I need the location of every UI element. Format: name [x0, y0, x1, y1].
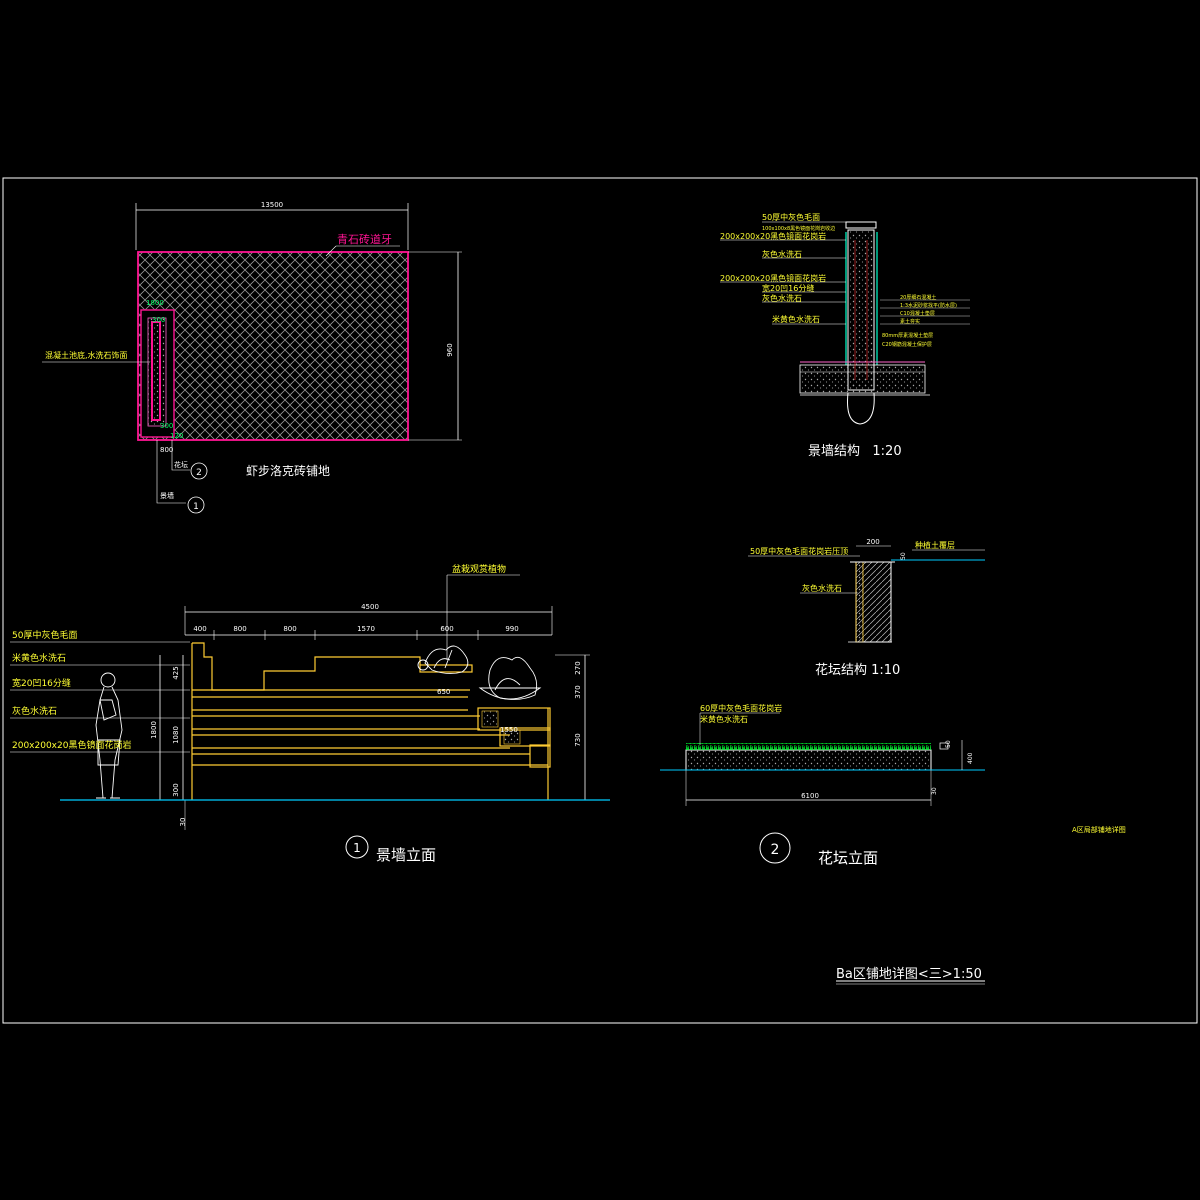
planter-elevation: 60厚中灰色毛面花岗岩 米黄色水洗石 6100 50 400 30 2 花坛立面: [660, 703, 985, 867]
wall-elev-ref-bubble: [345, 835, 369, 859]
plan-callout-edge: 青石砖道牙: [337, 232, 392, 246]
wall-struct-callout-8: 米黄色水洗石: [772, 314, 820, 324]
wall-callout-1: 50厚中灰色毛面: [12, 629, 77, 641]
plan-width-dim: 13500: [261, 201, 283, 209]
plan-ref-bubble-1: [187, 496, 205, 514]
wall-total-dim: 4500: [361, 603, 379, 611]
wall-right-dim-3: 730: [574, 733, 582, 746]
planter-elev-dim-1: 50: [945, 740, 952, 748]
wall-right-dim-2: 370: [574, 685, 582, 698]
wall-left-dim-3: 1080: [172, 726, 180, 744]
plan-callout-wall: 混凝土池底,水洗石饰面: [45, 350, 128, 360]
paving-plan: 13500 960 青石砖道牙 混凝土池底,水洗石饰面 1800 300 800…: [42, 201, 462, 514]
wall-top-dim-1: 400: [193, 625, 206, 633]
wall-struct-callout-5: 200x200x20黑色镜面花岗岩: [720, 273, 826, 283]
wall-callout-2: 米黄色水洗石: [12, 652, 66, 664]
wall-elev-ref-num: 1: [353, 841, 361, 855]
plan-dim-c: 800: [160, 446, 173, 454]
wall-pool-strip: [151, 321, 161, 421]
wall-top-dim-2: 800: [233, 625, 246, 633]
potted-plant-1: [417, 645, 469, 675]
wall-callout-4: 灰色水洗石: [12, 705, 57, 717]
plan-ref-label-1: 景墙: [160, 491, 174, 500]
plan-height-dim: 960: [446, 343, 454, 356]
planter-elev-ref-bubble: [759, 832, 791, 864]
planter-structure-section: 200 50 50厚中灰色毛面花岗岩压顶 灰色水洗石 种植土覆层 花坛结构 1:…: [748, 538, 985, 678]
planter-elev-dim-3: 30: [931, 787, 938, 795]
wall-inner-dim-1: 650: [437, 688, 450, 696]
plan-dim-d: 120: [170, 432, 183, 440]
plan-paving-label: 虾步洛克砖铺地: [246, 463, 330, 478]
wall-pool-inner: [147, 317, 167, 427]
wall-struct-callout-7: 灰色水洗石: [762, 293, 802, 303]
wall-top-dim-3: 800: [283, 625, 296, 633]
planter-elev-ref-num: 2: [771, 842, 780, 858]
wall-plant-callout: 盆栽观赏植物: [452, 563, 506, 575]
human-figure: [95, 672, 123, 799]
sheet-border: [2, 177, 1198, 1024]
wall-struct-callout-6: 宽20凹16分缝: [762, 283, 814, 293]
plan-dim-e: 300: [160, 422, 173, 430]
plan-ref-num-1: 1: [193, 502, 199, 512]
plan-ref-num-2: 2: [196, 468, 202, 478]
wall-struct-note-3: C10混凝土垫层: [900, 310, 935, 317]
wall-callout-5: 200x200x20黑色镜面花岗岩: [12, 739, 131, 751]
planter-elev-dim-2: 400: [967, 752, 974, 764]
wall-top-dim-4: 1570: [357, 625, 375, 633]
planter-struct-dim-top: 200: [866, 538, 879, 546]
wall-left-dim-2: 1800: [150, 721, 158, 739]
planter-elev-width-dim: 6100: [801, 792, 819, 800]
planter-struct-dim-side: 50: [900, 552, 907, 560]
plan-ref-label-2: 花坛: [174, 460, 188, 469]
planter-elev-callout-2: 米黄色水洗石: [700, 714, 748, 724]
plan-dim-a: 1800: [146, 299, 164, 307]
wall-struct-note-6: C20钢筋混凝土保护层: [882, 341, 932, 348]
planter-struct-callout-1: 50厚中灰色毛面花岗岩压顶: [750, 546, 848, 556]
wall-top-dim-6: 990: [505, 625, 518, 633]
wall-struct-callout-1: 50厚中灰色毛面: [762, 212, 820, 222]
planter-struct-callout-right: 种植土覆层: [915, 540, 955, 550]
wall-struct-note-5: 80mm厚素混凝土垫层: [882, 332, 933, 339]
sheet-note: A区局部铺地详图: [1072, 825, 1126, 834]
wall-left-dim-4: 300: [172, 783, 180, 796]
wall-struct-callout-4: 灰色水洗石: [762, 249, 802, 259]
planter-struct-callout-2: 灰色水洗石: [802, 583, 842, 593]
plan-dim-b: 300: [152, 316, 165, 324]
wall-body: [191, 642, 551, 800]
wall-struct-note-1: 20厚细石混凝土: [900, 294, 936, 301]
wall-elevation: 4500 400 800 800 1570 600 990: [10, 563, 610, 864]
wall-elev-title: 景墙立面: [376, 846, 436, 864]
potted-plant-2: [478, 656, 542, 700]
wall-struct-title: 景墙结构 1:20: [808, 444, 902, 459]
wall-struct-callout-2: 100x100x8黑色镜面花岗岩收边: [762, 225, 835, 232]
wall-struct-note-4: 素土夯实: [900, 318, 920, 325]
wall-struct-callout-3: 200x200x20黑色镜面花岗岩: [720, 231, 826, 241]
wall-stone-blocks: [481, 710, 521, 745]
wall-bottom-dim: 30: [179, 818, 187, 827]
paving-area: [137, 251, 409, 441]
planter-elev-title: 花坛立面: [818, 849, 878, 867]
wall-inner-dim-2: 1550: [500, 726, 518, 734]
wall-struct-note-2: 1:3水泥砂浆找平(防水层): [900, 302, 957, 309]
wall-structure-section: 50厚中灰色毛面 100x100x8黑色镜面花岗岩收边 200x200x20黑色…: [720, 212, 970, 459]
planter-struct-title: 花坛结构 1:10: [815, 662, 900, 678]
wall-left-dim-1: 425: [172, 666, 180, 679]
planter-elev-callout-1: 60厚中灰色毛面花岗岩: [700, 703, 782, 713]
sheet-title: Ba区铺地详图<三>1:50: [836, 967, 982, 982]
plan-ref-bubble-2: [190, 462, 208, 480]
wall-right-dim-1: 270: [574, 661, 582, 674]
wall-callout-3: 宽20凹16分缝: [12, 677, 71, 689]
